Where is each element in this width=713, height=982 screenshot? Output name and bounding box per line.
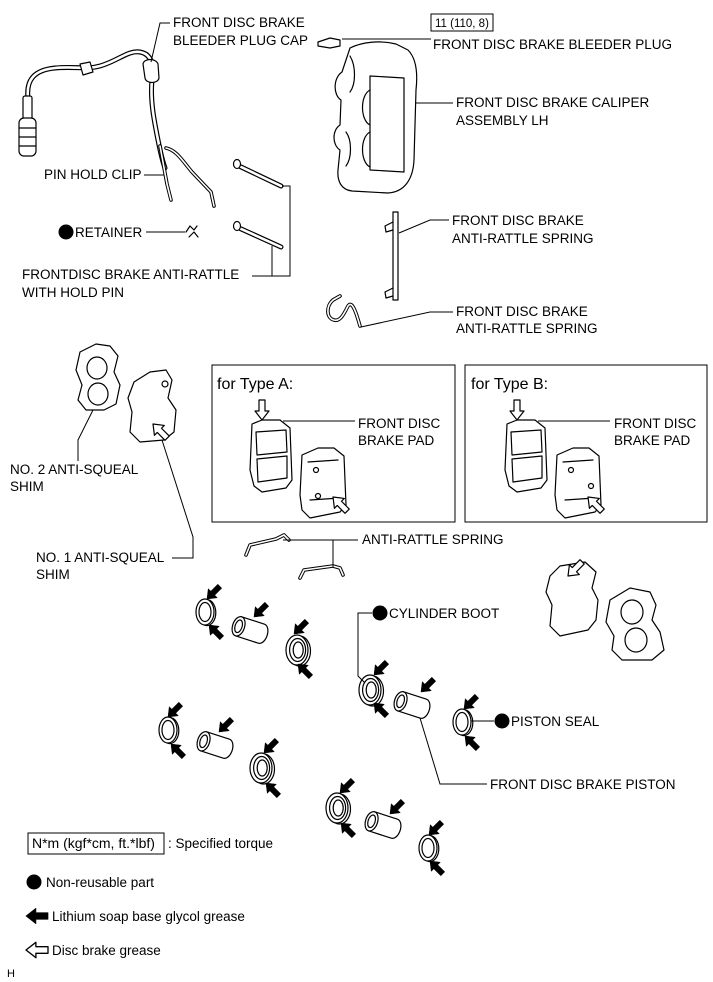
piston-part <box>194 729 236 761</box>
right-shim-b <box>605 587 665 661</box>
label-no1-shim-line2: SHIM <box>36 567 70 582</box>
sensor-wire <box>18 49 168 171</box>
leader-line-no2-shim <box>77 409 94 461</box>
label-hold-pin-line2: WITH HOLD PIN <box>22 285 124 300</box>
cylinder-boot-part <box>325 792 352 825</box>
type-a-title: for Type A: <box>217 376 293 393</box>
non-reusable-mark-icon <box>58 224 74 240</box>
non-reusable-mark-icon <box>372 605 388 621</box>
type-a-pad-label-line2: BRAKE PAD <box>358 433 435 448</box>
legend-torque-desc: : Specified torque <box>168 836 273 851</box>
lithium-grease-arrow-icon <box>25 907 49 925</box>
anti-rattle-hold-pin-lower <box>232 220 284 250</box>
non-reusable-mark-icon <box>494 713 510 729</box>
lithium-grease-arrow-icon <box>416 674 439 697</box>
label-bleeder-plug-cap-line2: BLEEDER PLUG CAP <box>173 33 308 48</box>
disc-grease-arrow-icon <box>25 941 49 959</box>
piston-part <box>391 689 433 721</box>
legend: N*m (kgf*cm, ft.*lbf) : Specified torque… <box>25 832 273 959</box>
sensor-connector-neck <box>22 95 33 121</box>
label-caliper-line1: FRONT DISC BRAKE CALIPER <box>456 95 650 110</box>
no1-anti-squeal-shim-part <box>127 369 177 443</box>
leader-line-anti-rattle-spring-upper <box>398 219 449 234</box>
leader-line-cylinder-boot <box>357 612 372 684</box>
leader-line-piston <box>419 717 487 785</box>
caliper-assembly <box>333 41 418 194</box>
label-piston: FRONT DISC BRAKE PISTON <box>490 777 676 792</box>
label-anti-rattle-spring-middle-line2: ANTI-RATTLE SPRING <box>456 321 598 336</box>
type-b-pad-label-line2: BRAKE PAD <box>614 433 691 448</box>
torque-value: 11 (110, 8) <box>435 18 489 30</box>
piston-part <box>362 809 404 841</box>
label-anti-rattle-spring-upper-line1: FRONT DISC BRAKE <box>452 213 584 228</box>
legend-lithium-grease: Lithium soap base glycol grease <box>52 909 245 924</box>
label-hold-pin-line1: FRONTDISC BRAKE ANTI-RATTLE <box>22 267 239 282</box>
label-bleeder-plug: FRONT DISC BRAKE BLEEDER PLUG <box>433 37 672 52</box>
piston-seal-part <box>452 708 474 737</box>
type-a-pad-label-line1: FRONT DISC <box>358 416 441 431</box>
label-anti-rattle-spring-upper-line2: ANTI-RATTLE SPRING <box>452 231 594 246</box>
figure-code: H <box>7 968 15 980</box>
no2-anti-squeal-shim-part <box>75 343 121 411</box>
type-b-panel <box>464 364 708 523</box>
type-a-panel <box>211 364 456 523</box>
type-a-brake-pad <box>249 419 293 493</box>
anti-rattle-spring-middle-part <box>326 294 362 328</box>
lithium-grease-arrow-icon <box>249 599 272 622</box>
retainer-part <box>185 225 199 238</box>
label-caliper-line2: ASSEMBLY LH <box>456 113 549 128</box>
label-anti-rattle-spring-lower: ANTI-RATTLE SPRING <box>362 532 504 547</box>
type-b-title: for Type B: <box>471 376 548 393</box>
leader-line-hold-pin <box>252 185 291 277</box>
cylinder-boot-part <box>249 752 276 785</box>
type-b-parts <box>504 419 602 519</box>
anti-rattle-spring-lower-part-a <box>244 533 291 557</box>
label-no2-shim-line1: NO. 2 ANTI-SQUEAL <box>10 462 139 477</box>
legend-torque-unit: N*m (kgf*cm, ft.*lbf) <box>32 835 155 851</box>
leader-line-bleeder-plug-cap <box>150 22 170 63</box>
label-no2-shim-line2: SHIM <box>10 479 44 494</box>
label-piston-seal: PISTON SEAL <box>511 714 600 729</box>
disc-grease-arrow-icon <box>254 399 270 421</box>
piston-seal-part <box>158 716 180 745</box>
type-b-pad-label-line1: FRONT DISC <box>614 416 697 431</box>
label-anti-rattle-spring-middle-line1: FRONT DISC BRAKE <box>456 304 588 319</box>
cylinder-boot-part <box>285 634 312 667</box>
leader-line-anti-rattle-spring-middle <box>360 311 453 328</box>
leader-line-no1-shim <box>161 439 194 559</box>
right-shim-a <box>545 561 599 637</box>
label-pin-hold-clip: PIN HOLD CLIP <box>44 167 142 182</box>
anti-rattle-spring-upper-part <box>384 211 399 301</box>
cylinder-boot-part <box>358 674 385 707</box>
piston-part <box>229 614 271 646</box>
leader-line-anti-rattle-spring-lower <box>283 539 358 567</box>
wire-clip <box>79 61 94 76</box>
label-cylinder-boot: CYLINDER BOOT <box>389 606 499 621</box>
torque-value-box <box>430 13 494 32</box>
label-no1-shim-line1: NO. 1 ANTI-SQUEAL <box>36 550 165 565</box>
disc-grease-arrow-icon <box>509 399 525 421</box>
type-b-brake-pad <box>504 419 548 493</box>
bleeder-plug-cap <box>142 58 160 84</box>
label-bleeder-plug-cap-line1: FRONT DISC BRAKE <box>173 15 305 30</box>
lithium-grease-arrow-icon <box>385 796 408 819</box>
anti-rattle-hold-pin-upper <box>232 158 284 189</box>
label-retainer: RETAINER <box>75 225 143 240</box>
anti-rattle-spring-lower-part-b <box>298 564 345 580</box>
piston-seal-part <box>195 598 217 627</box>
legend-torque-box <box>27 832 165 855</box>
bleeder-plug-part <box>317 37 341 49</box>
lithium-grease-arrow-icon <box>214 714 237 737</box>
legend-disc-brake-grease: Disc brake grease <box>52 943 161 958</box>
non-reusable-mark-icon <box>26 874 42 890</box>
pin-hold-clip <box>158 144 216 208</box>
piston-seal-part <box>418 834 440 863</box>
legend-non-reusable: Non-reusable part <box>46 875 154 890</box>
